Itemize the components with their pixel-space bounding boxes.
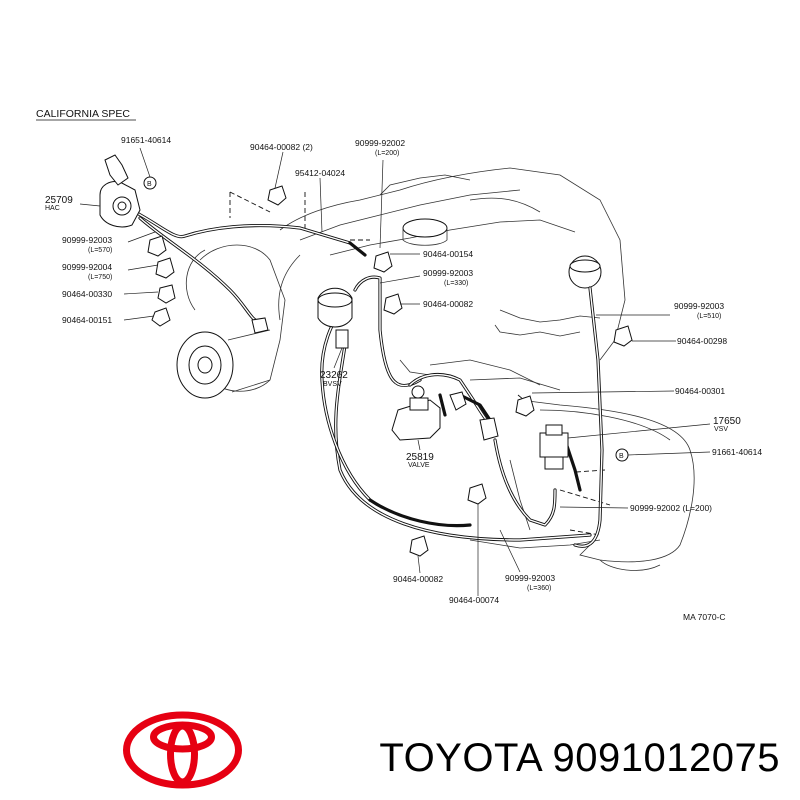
callout-90999-92003-l330-length: (L=330) bbox=[444, 280, 468, 287]
alternator bbox=[176, 244, 286, 399]
callout-valve: VALVE bbox=[408, 462, 430, 469]
callout-90999-92003-l360-length: (L=360) bbox=[527, 585, 551, 592]
callout-90999-92003-l510: 90999-92003 bbox=[674, 301, 724, 311]
callout-90464-00151: 90464-00151 bbox=[62, 315, 112, 325]
callout-90999-92002-l200-length: (L=200) bbox=[375, 150, 399, 157]
callout-90999-92002-l200-lower: 90999-92002 (L=200) bbox=[630, 503, 712, 513]
callout-95412-04024: 95412-04024 bbox=[295, 168, 345, 178]
callout-vsv: VSV bbox=[714, 426, 728, 433]
callout-91661-40614: 91661-40614 bbox=[712, 447, 762, 457]
callout-90464-00082-lower: 90464-00082 bbox=[393, 574, 443, 584]
brand-part-number: TOYOTA 9091012075 bbox=[379, 736, 780, 780]
callout-bvsv: BVSV bbox=[323, 381, 342, 388]
parts: B B bbox=[99, 154, 633, 557]
svg-text:B: B bbox=[619, 453, 624, 460]
svg-text:B: B bbox=[147, 181, 152, 188]
leader-lines bbox=[79, 147, 711, 596]
callout-90464-00082-2: 90464-00082 (2) bbox=[250, 142, 313, 152]
callout-hac: HAC bbox=[45, 205, 60, 212]
callout-90999-92002-l200: 90999-92002 bbox=[355, 138, 405, 148]
callout-91651-40614: 91651-40614 bbox=[121, 135, 171, 145]
callout-25819: 25819 bbox=[406, 452, 434, 463]
vacuum-hoses bbox=[133, 210, 604, 548]
callout-90999-92003-l510-length: (L=510) bbox=[697, 313, 721, 320]
callout-90999-92003-l360: 90999-92003 bbox=[505, 573, 555, 583]
engine-outline bbox=[278, 167, 695, 571]
callout-90464-00301: 90464-00301 bbox=[675, 386, 725, 396]
callout-17650: 17650 bbox=[713, 416, 741, 427]
callout-90464-00082: 90464-00082 bbox=[423, 299, 473, 309]
parts-diagram: CALIFORNIA SPEC bbox=[36, 108, 762, 622]
callout-90999-92003-l570: 90999-92003 bbox=[62, 235, 112, 245]
dashed-guides bbox=[229, 191, 611, 536]
callout-23262: 23262 bbox=[320, 370, 348, 381]
callout-25709: 25709 bbox=[45, 195, 73, 206]
callout-90464-00298: 90464-00298 bbox=[677, 336, 727, 346]
toyota-logo-icon bbox=[123, 711, 242, 789]
callout-90999-92003-l330: 90999-92003 bbox=[423, 268, 473, 278]
callout-labels: 91651-40614 90464-00082 (2) 90999-92002 … bbox=[45, 135, 762, 622]
callout-90464-00154: 90464-00154 bbox=[423, 249, 473, 259]
callout-90464-00074: 90464-00074 bbox=[449, 595, 499, 605]
callout-90464-00330: 90464-00330 bbox=[62, 289, 112, 299]
callout-90999-92004-l750-length: (L=750) bbox=[88, 274, 112, 281]
callout-90999-92004-l750: 90999-92004 bbox=[62, 262, 112, 272]
diagram-heading: CALIFORNIA SPEC bbox=[36, 108, 130, 120]
callout-90999-92003-l570-length: (L=570) bbox=[88, 247, 112, 254]
drawing-reference: MA 7070-C bbox=[683, 612, 726, 622]
